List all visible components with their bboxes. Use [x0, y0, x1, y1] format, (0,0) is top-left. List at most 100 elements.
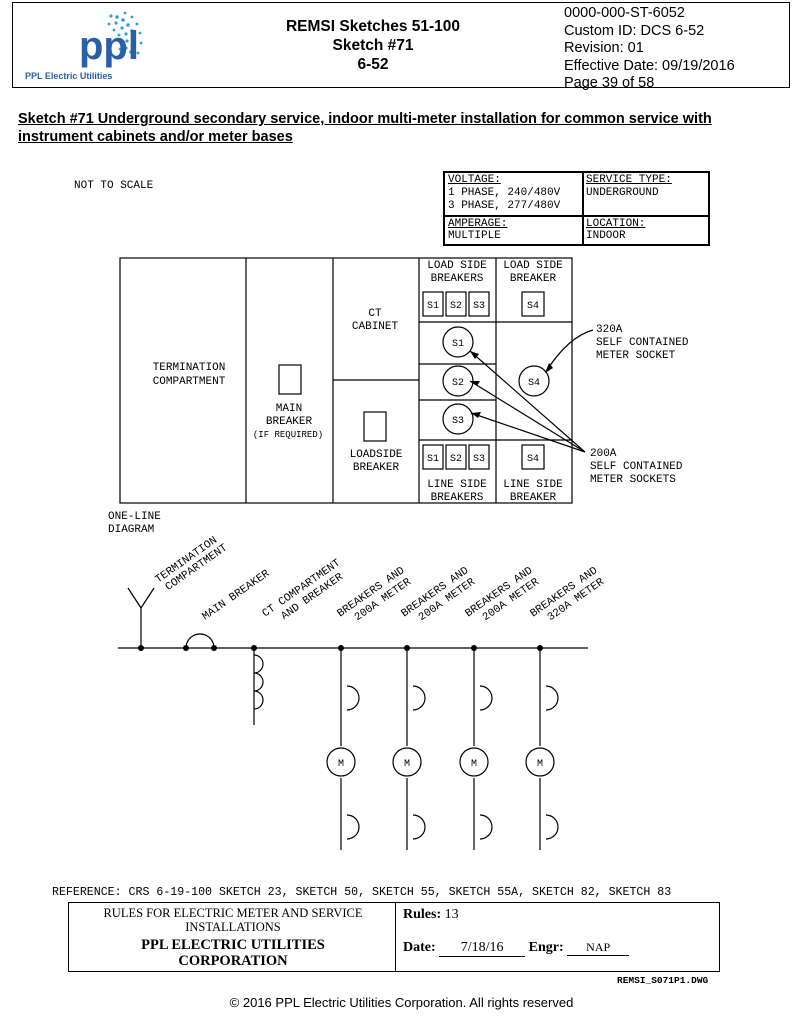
rules-table: RULES FOR ELECTRIC METER AND SERVICE INS…	[68, 902, 720, 972]
main-breaker-label: MAIN	[276, 403, 302, 415]
copyright-notice: © 2016 PPL Electric Utilities Corporatio…	[229, 995, 574, 1010]
svg-text:S1: S1	[427, 301, 439, 312]
callout-320a: 320A	[596, 324, 623, 336]
svg-text:SELF CONTAINED: SELF CONTAINED	[590, 461, 683, 473]
engineer-value: NAP	[567, 940, 630, 956]
label-branch-1: BREAKERS AND 200A METER	[335, 565, 414, 624]
svg-text:M: M	[338, 759, 344, 770]
svg-text:M: M	[537, 759, 543, 770]
loadside-breaker-label: LOADSIDE	[350, 449, 403, 461]
one-line-title: ONE-LINE	[108, 511, 161, 523]
not-to-scale-note: NOT TO SCALE	[74, 180, 154, 192]
header-title-line-1: REMSI Sketches 51-100	[285, 18, 461, 35]
branch-1	[326, 648, 360, 850]
termination-label: TERMINATION	[153, 362, 226, 374]
starburst-icon	[107, 11, 143, 55]
svg-text:S3: S3	[473, 301, 485, 312]
svg-text:S4: S4	[528, 378, 540, 389]
cabinet-outline	[119, 257, 573, 504]
svg-text:S2: S2	[450, 301, 462, 312]
date-value: 7/18/16	[439, 940, 526, 957]
label-branch-3: BREAKERS AND 200A METER	[463, 565, 542, 624]
rules-number: Rules: 13	[403, 907, 459, 922]
header-title-line-2: Sketch #71	[332, 37, 414, 54]
svg-text:S3: S3	[452, 416, 464, 427]
svg-text:S3: S3	[473, 454, 485, 465]
location-label: LOCATION:	[586, 218, 646, 230]
label-branch-2: BREAKERS AND 200A METER	[399, 565, 478, 624]
one-line-diagram	[118, 587, 588, 725]
header-title-line-3: 6-52	[357, 56, 389, 73]
load-side-breakers-label: LOAD SIDE	[427, 260, 487, 272]
table-divider	[582, 173, 584, 244]
rules-title: RULES FOR ELECTRIC METER AND SERVICE INS…	[103, 906, 363, 934]
date-engineer-line: Date: 7/18/16 Engr: NAP	[403, 940, 630, 957]
meter-symbol	[392, 747, 422, 777]
svg-text:BREAKERS: BREAKERS	[431, 273, 484, 285]
svg-text:(IF REQUIRED): (IF REQUIRED)	[253, 430, 323, 440]
doc-number: 0000-000-ST-6052	[564, 5, 685, 21]
meter-symbol	[459, 747, 489, 777]
svg-text:S1: S1	[452, 339, 464, 350]
ppl-logo-graphic: ppl PPL Electric Utilities	[25, 11, 143, 81]
svg-text:BREAKER: BREAKER	[266, 416, 313, 428]
svg-text:M: M	[404, 759, 410, 770]
ppl-logo: ppl PPL Electric Utilities	[13, 3, 153, 87]
loadside-breaker-box	[363, 411, 387, 442]
svg-text:CABINET: CABINET	[352, 321, 399, 333]
svg-text:S4: S4	[527, 454, 539, 465]
logo-wordmark: ppl	[79, 24, 139, 68]
label-termination: TERMINATION COMPARTMENT	[153, 535, 230, 594]
meter-symbol	[326, 747, 356, 777]
header-doc-info: 0000-000-ST-6052 Custom ID: DCS 6-52 Rev…	[564, 5, 735, 93]
branch-4	[525, 648, 559, 850]
location-value: INDOOR	[586, 230, 626, 242]
svg-text:S4: S4	[527, 301, 539, 312]
meter-socket-s3	[442, 403, 474, 435]
svg-text:BREAKERS: BREAKERS	[431, 492, 484, 504]
svg-text:S2: S2	[450, 454, 462, 465]
main-breaker-box	[278, 364, 302, 395]
leader-320a	[546, 329, 594, 371]
load-side-breaker-label: LOAD SIDE	[503, 260, 563, 272]
svg-text:METER SOCKET: METER SOCKET	[596, 350, 676, 362]
ct-coil-symbol	[253, 654, 264, 710]
voltage-label: VOLTAGE:	[448, 174, 501, 186]
callout-200a: 200A	[590, 448, 617, 460]
svg-text:DIAGRAM: DIAGRAM	[108, 524, 154, 536]
svg-text:S1: S1	[427, 454, 439, 465]
custom-id: Custom ID: DCS 6-52	[564, 22, 705, 39]
service-type-value: UNDERGROUND	[586, 187, 659, 199]
svg-text:MAIN BREAKER: MAIN BREAKER	[200, 568, 272, 623]
meter-socket-s4	[518, 365, 550, 397]
meter-socket-s1	[442, 326, 474, 358]
installation-drawing: TERMINATION COMPARTMENT MAIN BREAKER (IF…	[108, 257, 689, 850]
drawing-filename: REMSI_S071P1.DWG	[617, 975, 709, 986]
line-side-breakers-label: LINE SIDE	[427, 479, 487, 491]
voltage-line-2: 3 PHASE, 277/480V	[448, 200, 561, 212]
page-number: Page 39 of 58	[564, 75, 655, 91]
svg-text:M: M	[471, 759, 477, 770]
svg-text:BREAKER: BREAKER	[510, 273, 557, 285]
svg-text:COMPARTMENT: COMPARTMENT	[153, 376, 226, 388]
svg-text:METER SOCKETS: METER SOCKETS	[590, 474, 676, 486]
revision: Revision: 01	[564, 40, 644, 56]
label-branch-4: BREAKERS AND 320A METER	[528, 565, 607, 624]
effective-date: Effective Date: 09/19/2016	[564, 57, 735, 74]
branch-2	[392, 648, 426, 850]
line-side-breaker-label: LINE SIDE	[503, 479, 563, 491]
service-type-label: SERVICE TYPE:	[586, 174, 672, 186]
main-breaker-symbol	[185, 633, 215, 649]
svg-text:SELF CONTAINED: SELF CONTAINED	[596, 337, 689, 349]
amperage-value: MULTIPLE	[448, 230, 501, 242]
branch-3	[459, 648, 493, 850]
service-info-table: VOLTAGE: 1 PHASE, 240/480V 3 PHASE, 277/…	[443, 171, 710, 246]
table-divider	[395, 903, 396, 971]
label-main-breaker: MAIN BREAKER	[200, 568, 272, 623]
svg-text:BREAKER: BREAKER	[510, 492, 557, 504]
ct-cabinet-label: CT	[368, 308, 382, 320]
organization-name: PPL ELECTRIC UTILITIES CORPORATION	[141, 937, 325, 969]
voltage-line-1: 1 PHASE, 240/480V	[448, 187, 561, 199]
svg-text:S2: S2	[452, 378, 464, 389]
meter-symbol	[525, 747, 555, 777]
